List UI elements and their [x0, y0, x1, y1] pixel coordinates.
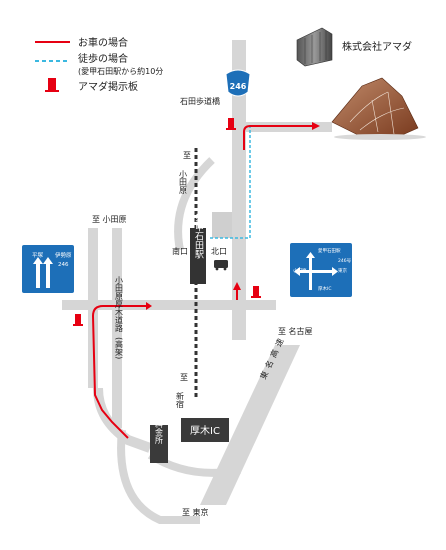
to-tokyo-label: 至 東京: [182, 507, 209, 517]
tollgate-box: 料金所: [150, 419, 168, 463]
atsugi-ic-label: 厚木IC: [190, 425, 220, 437]
overpass-label: 石田歩道橋: [180, 96, 220, 106]
legend-sign-label: アマダ掲示板: [78, 80, 138, 93]
legend-walk-label: 徒歩の場合: [78, 52, 128, 65]
main-road: [62, 300, 276, 310]
sign-marker-icon: [45, 78, 59, 92]
direction-sign-left: 平塚 伊勢原 246: [22, 245, 74, 293]
road-network: [62, 40, 332, 524]
legend-walk-note: (愛甲石田駅から約10分: [78, 66, 163, 76]
odawara-atsugi-road: [112, 228, 122, 428]
company-building-icon: [296, 27, 333, 67]
crossroad-arrow-icon: [294, 252, 338, 290]
odawara-atsugi-road-label: 小田原厚木道路: [115, 276, 124, 332]
legend-car-label: お車の場合: [78, 36, 128, 49]
elevated-label: (高架): [115, 337, 124, 359]
left-road: [88, 228, 98, 388]
route-number: 246: [230, 82, 247, 91]
to-odawara-vertical-to: 至: [183, 151, 191, 160]
station-building: 愛甲石田駅: [190, 212, 206, 284]
tollgate-label: 料金所: [155, 419, 164, 445]
sign-right-dest-1: 愛甲石田駅: [318, 247, 341, 254]
sign-left-dest-2: 伊勢原: [55, 251, 72, 259]
north-exit-label: 北口: [211, 247, 227, 256]
to-odawara-label: 至 小田原: [92, 215, 127, 224]
direction-sign-right: 愛甲石田駅 厚木IC 小田原 東京 246号: [290, 243, 352, 297]
sign-marker-icon: [251, 286, 261, 298]
bus-icon: [214, 260, 228, 271]
sign-marker-icon: [73, 314, 83, 326]
to-nagoya-label: 至 名古屋: [278, 326, 313, 336]
atsugi-ic-box: 厚木IC: [181, 418, 229, 442]
south-exit-label: 南口: [172, 246, 188, 256]
tomei-expressway: [200, 345, 300, 505]
to-odawara-vertical-name: 小田原: [179, 170, 188, 194]
company-name: 株式会社アマダ: [342, 40, 412, 53]
sign-right-dest-2: 厚木IC: [318, 285, 331, 292]
route-246-road: [232, 40, 246, 340]
station-plaza: [212, 212, 232, 238]
car-route: [91, 122, 320, 439]
sign-right-tag-straight: 246号: [338, 258, 352, 264]
arrow-icon: [33, 257, 53, 288]
amada-facility-icon: [331, 77, 426, 140]
to-shinjuku-name: 新宿: [176, 391, 185, 409]
sign-left-dest-1: 平塚: [32, 251, 44, 259]
route-246-shield-icon: 246: [225, 69, 251, 97]
to-shinjuku-to: 至: [180, 373, 188, 382]
station-name: 愛甲石田駅: [193, 212, 204, 259]
legend: お車の場合 徒歩の場合 (愛甲石田駅から約10分 アマダ掲示板: [35, 36, 163, 93]
sign-left-route: 246: [58, 262, 69, 268]
sign-right-tag-right: 東京: [338, 267, 347, 274]
sign-marker-icon: [226, 118, 236, 130]
